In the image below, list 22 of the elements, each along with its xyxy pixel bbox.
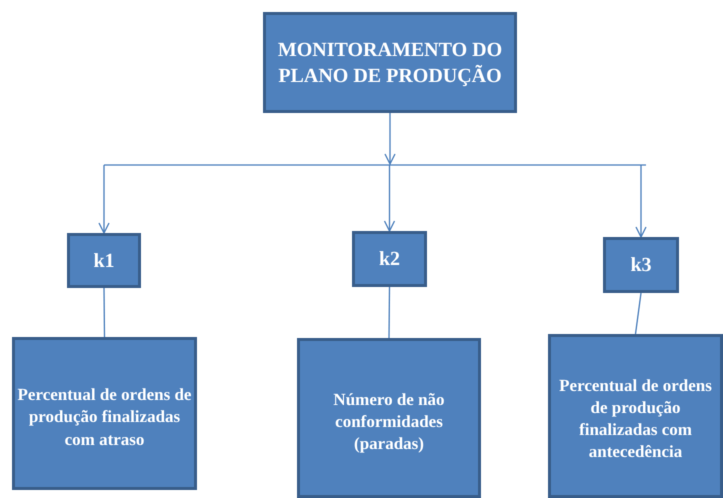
connector-line — [634, 292, 642, 334]
connector-line — [104, 164, 646, 166]
arrow — [98, 165, 110, 234]
indicator-box — [352, 231, 427, 287]
description-box — [297, 338, 481, 498]
indicator-box — [67, 233, 141, 288]
connector-line — [388, 287, 390, 338]
title-box — [263, 12, 517, 113]
description-text: Percentual de ordens de produção finalizadas com antecedência — [558, 374, 713, 464]
description-box — [12, 337, 197, 490]
arrow — [635, 165, 647, 238]
connector-line — [103, 288, 106, 337]
title-text: MONITORAMENTO DO PLANO DE PRODUÇÃO — [276, 38, 504, 88]
description-text: Número de não conformidades (paradas) — [332, 388, 446, 456]
indicator-label: k2 — [378, 247, 400, 272]
description-text: Percentual de ordens de produção finalizadas com atraso — [16, 384, 192, 451]
arrow — [384, 165, 396, 232]
indicator-box — [603, 237, 679, 293]
indicator-label: k1 — [93, 248, 115, 274]
arrow — [384, 113, 396, 165]
description-box — [548, 334, 723, 498]
indicator-label: k3 — [630, 253, 652, 278]
